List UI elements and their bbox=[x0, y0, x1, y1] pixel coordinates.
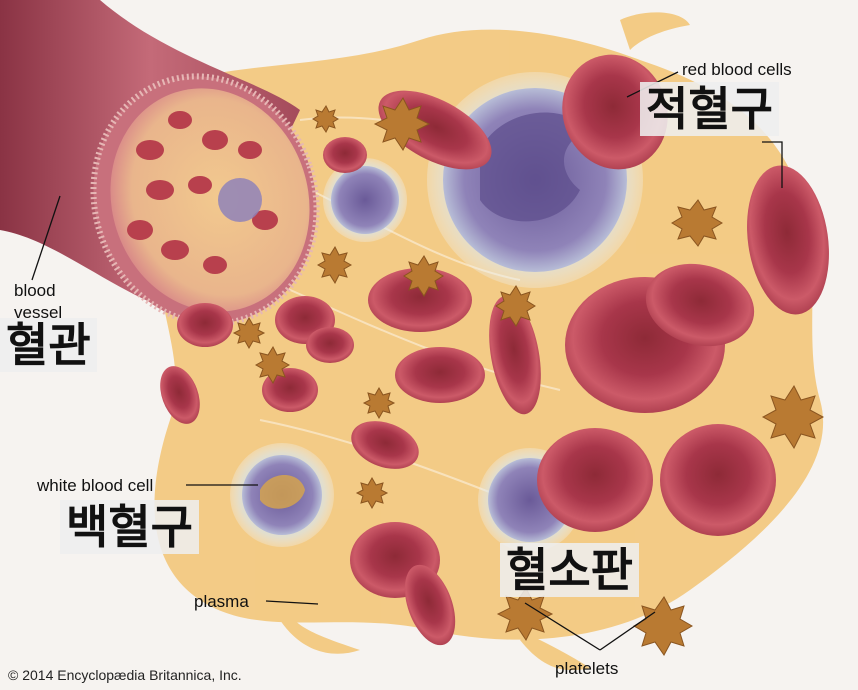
korean-label-red-blood-cells: 적혈구 bbox=[640, 82, 779, 136]
label-white-blood-cell: white blood cell bbox=[37, 476, 154, 495]
label-blood-vessel-line2: vessel bbox=[14, 303, 63, 322]
label-platelets: platelets bbox=[555, 659, 619, 678]
korean-label-platelets: 혈소판 bbox=[500, 543, 639, 597]
copyright-notice: © 2014 Encyclopædia Britannica, Inc. bbox=[8, 667, 242, 683]
korean-label-blood-vessel: 혈관 bbox=[0, 318, 97, 372]
korean-label-white-blood-cell: 백혈구 bbox=[60, 500, 199, 554]
white-blood-cells bbox=[230, 72, 643, 552]
label-blood-vessel-line1: blood bbox=[14, 281, 56, 300]
label-plasma: plasma bbox=[194, 592, 249, 611]
blood-vessel bbox=[0, 0, 320, 327]
label-red-blood-cells: red blood cells bbox=[682, 60, 792, 79]
platelets bbox=[232, 97, 825, 656]
